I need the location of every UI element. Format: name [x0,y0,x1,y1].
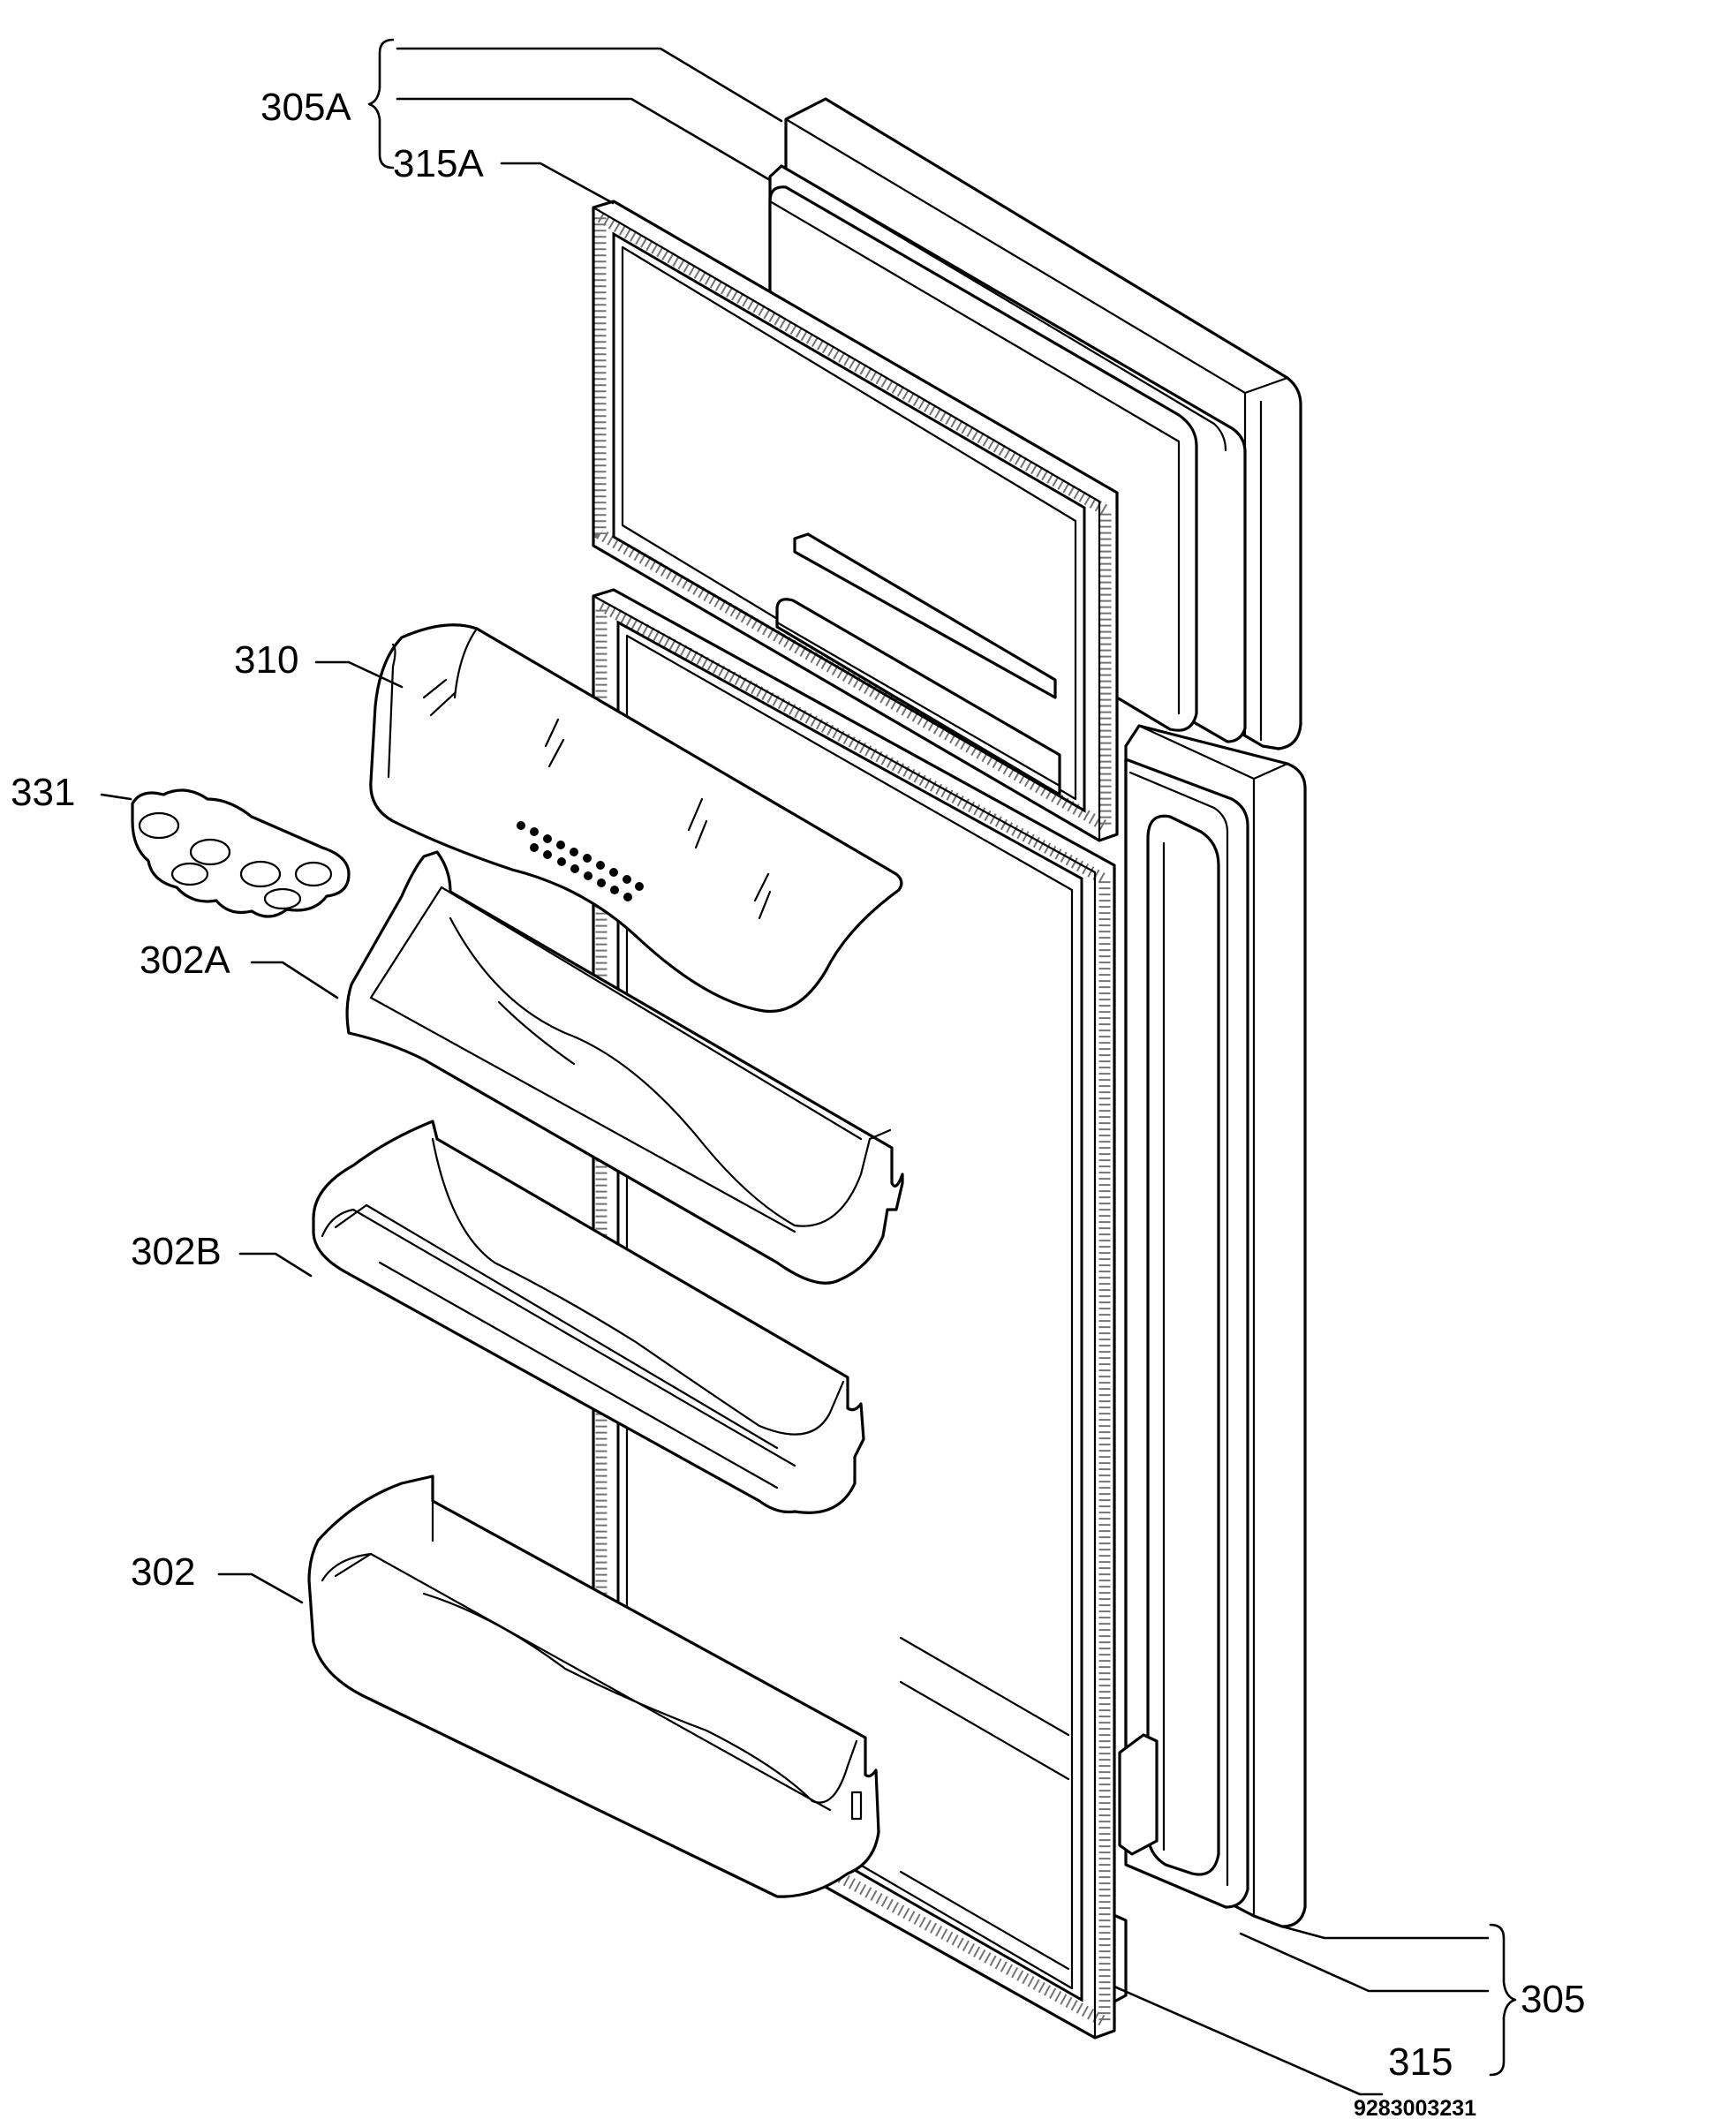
door-shelf-302b [312,1120,865,1514]
label-310: 310 [234,638,298,682]
label-302a: 302A [140,939,230,982]
egg-tray-331 [131,788,351,918]
label-302: 302 [131,1550,195,1594]
document-number: 9283003231 [1354,2096,1476,2119]
fridge-upper-rim [775,532,1061,796]
dairy-compartment-lid-310 [369,623,903,1014]
label-305-lower: 305 [1521,1978,1585,2021]
label-315: 315 [1388,2040,1453,2084]
leader-lines [100,38,1517,2096]
brace-305a [367,38,395,170]
part-labels: 305A 315A 310 331 302A 302B 302 305 315 … [11,86,1585,2119]
label-331: 331 [11,771,75,814]
door-shelf-302a [345,850,904,1285]
label-305: 305A [260,86,351,129]
label-302b: 302B [131,1230,222,1273]
freezer-gasket-315a [592,200,1119,842]
brace-305 [1489,1923,1517,2077]
label-315a: 315A [393,142,484,185]
door-shelf-302 [307,1474,880,1898]
vent-holes [517,821,644,901]
fridge-door-305 [899,724,1307,2004]
